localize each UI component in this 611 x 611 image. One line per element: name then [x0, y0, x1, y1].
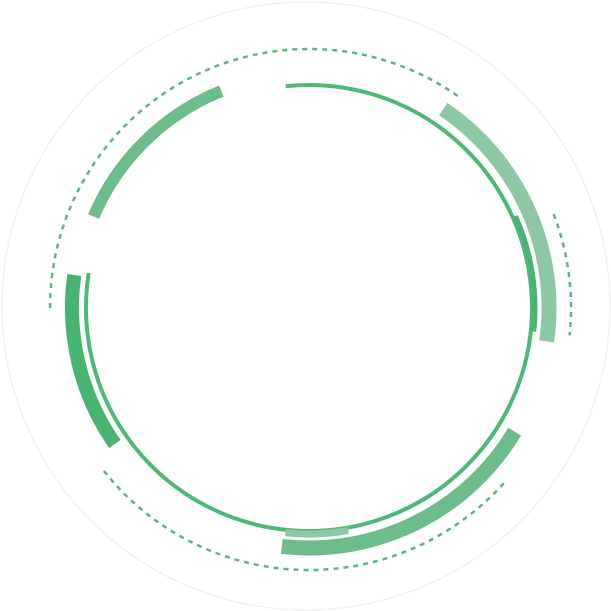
thick-arc-left: [65, 274, 121, 448]
thick-arc-upper-left: [88, 85, 224, 219]
dashed-arc-right: [552, 213, 573, 336]
dashed-arc-top-left: [48, 47, 462, 309]
thick-arc-bottom-right: [280, 427, 522, 556]
light-arc-bottom: [285, 527, 349, 538]
thin-ring-accent-right: [513, 215, 538, 332]
thin-ring: [84, 83, 534, 533]
thick-arc-upper-right: [439, 102, 557, 343]
